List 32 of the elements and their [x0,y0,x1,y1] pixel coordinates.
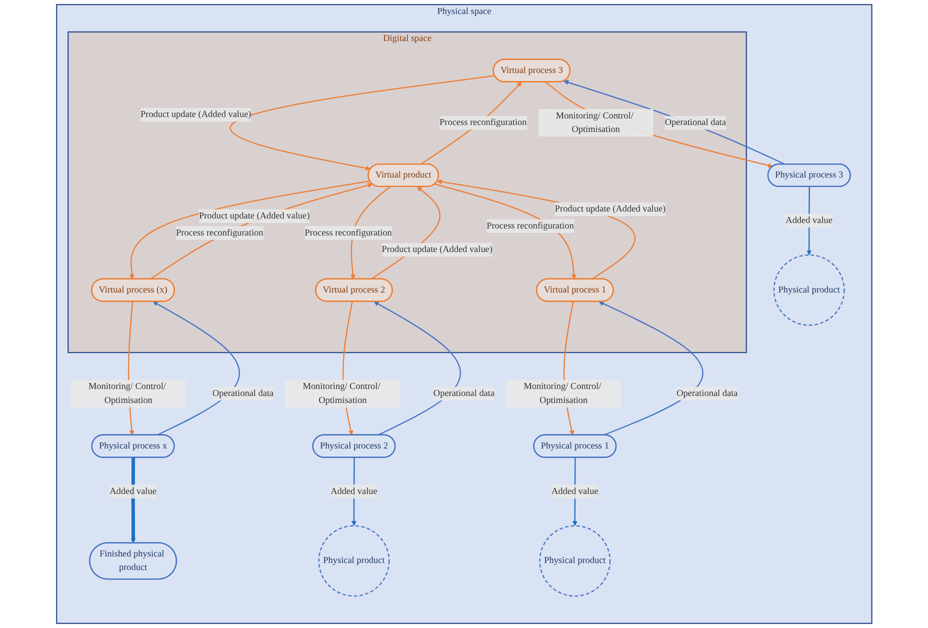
edge-label: Added value [330,486,378,496]
arrow [545,82,773,168]
edge-label: Process reconfiguration [304,228,392,238]
edge-label: Operational data [676,388,738,398]
edge-label: Product update (Added value) [198,210,310,221]
edge-label: Product update (Added value) [140,110,252,120]
node-circle [773,254,845,326]
edge-label: Added value [109,486,156,496]
arrow [152,301,240,436]
arrow [230,75,495,171]
arrow [434,184,576,280]
edge-label: Monitoring/ Control/ Optimisation [88,382,166,406]
edge-label: Added value [551,486,598,496]
edge-label: Product update (Added value) [382,244,492,254]
edge-label: Product update (Added value) [554,204,666,214]
arrow [374,301,461,436]
edge-label: Operational data [212,388,274,398]
arrow [436,179,636,280]
arrow [598,301,704,436]
edge-label: Process reconfiguration [176,228,264,238]
cluster [67,31,747,354]
edge-label: Monitoring/ Control/ Optimisation [302,382,380,406]
edge-label: Process reconfiguration [486,221,574,231]
node-circle [318,525,390,597]
edge-label: Operational data [664,118,726,128]
edge-label: Monitoring/ Control/ Optimisation [523,382,601,406]
node-circle [539,525,610,597]
edge-label: Operational data [433,388,494,398]
arrow [563,80,786,165]
edge-label: Monitoring/ Control/ Optimisation [556,110,634,134]
edge-label: Process reconfiguration [439,118,527,128]
edge-label: Added value [785,216,832,226]
